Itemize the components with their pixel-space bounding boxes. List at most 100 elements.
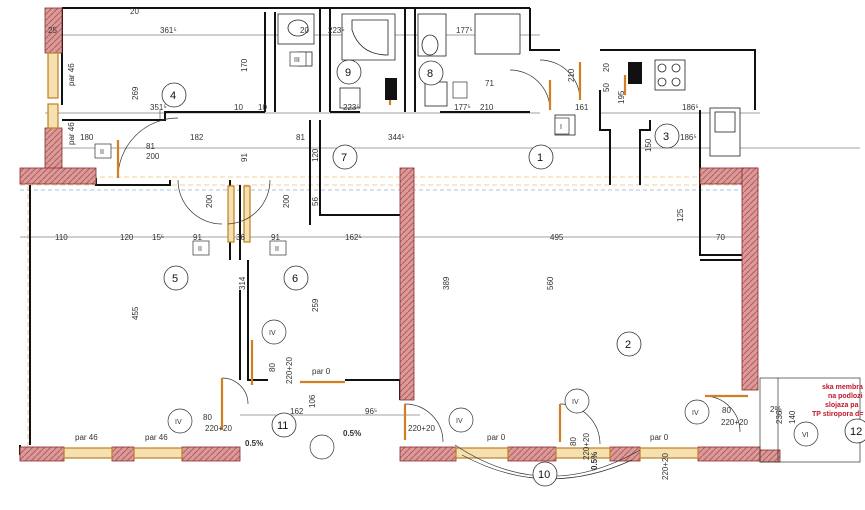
floor-label: par 46 [67, 63, 76, 86]
dim-label: 195 [617, 90, 626, 104]
dim-label: 10 [258, 103, 267, 112]
dim-label: 223⁵ [328, 26, 345, 35]
dim-label: 161 [575, 103, 589, 112]
dim-label: 91 [271, 233, 280, 242]
dim-label: 80 [268, 363, 277, 372]
dim-label: 455 [131, 306, 140, 320]
floor-label: par 46 [145, 433, 168, 442]
balcony-note: ska membra na podlozi slojaza pa TP stir… [812, 384, 863, 418]
room-12-label: 12 [850, 426, 862, 438]
dim-label: 210 [567, 68, 576, 82]
marker-label: I [560, 124, 562, 131]
room-9-label: 9 [345, 67, 351, 79]
dim-label: 220+20 [582, 433, 591, 460]
chimneys [385, 62, 642, 100]
room-4-label: 4 [170, 90, 176, 102]
dim-label: 20 [300, 26, 309, 35]
dim-label: 110 [55, 233, 68, 242]
floor-label: par 0 [650, 433, 669, 442]
dim-label: 20 [130, 7, 139, 16]
marker-label: IV [269, 330, 276, 337]
dim-label: 170 [240, 58, 249, 72]
dim-label: 80 [203, 413, 212, 422]
floor-finish-labels: par 46 par 46 par 46 par 46 par 0 par 0 … [67, 63, 669, 442]
dim-label: 344⁵ [388, 133, 405, 142]
room-2-label: 2 [625, 339, 631, 351]
slope-labels: 0.5% 0.5% 0.5% [245, 429, 599, 470]
dim-label: 177⁵ [456, 26, 473, 35]
room-1-label: 1 [537, 152, 543, 164]
dim-label: 223⁵ [343, 103, 360, 112]
dim-label: 220+20 [721, 418, 748, 427]
marker-label: II [275, 246, 279, 253]
note-line-4: TP stiropora d= [812, 411, 863, 418]
dim-label: 200 [282, 194, 291, 208]
dim-label: 10 [234, 103, 243, 112]
brick-walls [19, 7, 781, 463]
vertical-dimension-labels: 170 269 91 120 150 210 20 50 195 125 200… [131, 58, 797, 480]
dim-label: 140 [788, 410, 797, 424]
marker-label: VI [802, 432, 809, 439]
dim-label: 91 [240, 153, 249, 162]
dim-label: 269 [131, 86, 140, 100]
dim-label: 220+20 [205, 424, 232, 433]
room-10-label: 10 [538, 469, 550, 481]
dim-label: 162⁵ [345, 233, 362, 242]
room-3-label: 3 [663, 131, 669, 143]
slope-label: 0.5% [245, 439, 263, 448]
dim-label: 220+20 [661, 453, 670, 480]
dim-label: 351⁵ [150, 103, 167, 112]
dimension-labels: 20 361⁵ 25 20 223⁵ 177⁵ 351⁵ 10 10 223⁵ … [48, 7, 782, 433]
dim-label: 560 [546, 276, 555, 290]
marker-label: IV [572, 399, 579, 406]
dim-label: 236 [775, 410, 784, 424]
dim-label: 259 [311, 298, 320, 312]
dim-label: 120 [120, 233, 134, 242]
room-8-label: 8 [427, 68, 433, 80]
dim-label: 50 [602, 83, 611, 92]
dim-label: 210 [480, 103, 494, 112]
dim-label: 81 [146, 142, 155, 151]
note-line-2: na podlozi [828, 393, 863, 400]
floor-label: par 0 [487, 433, 506, 442]
dim-label: 186⁵ [682, 103, 699, 112]
note-line-1: ska membra [822, 384, 863, 391]
note-line-3: slojaza pa [825, 402, 859, 409]
dim-label: 125 [676, 208, 685, 222]
door-leaves [116, 62, 748, 442]
dim-label: 495 [550, 233, 564, 242]
room-11-label: 11 [277, 420, 288, 432]
marker-label: IV [692, 410, 699, 417]
room-5-label: 5 [172, 273, 178, 285]
dim-label: 80 [722, 406, 731, 415]
dim-label: 91 [193, 233, 202, 242]
dim-label: 70 [716, 233, 725, 242]
dim-label: 20 [602, 63, 611, 72]
marker-label: II [198, 246, 202, 253]
dim-label: 15⁵ [152, 233, 164, 242]
room-7-label: 7 [341, 152, 347, 164]
dim-label: 25 [48, 26, 57, 35]
dim-label: 120 [311, 148, 320, 162]
section-markers [94, 51, 819, 460]
dim-label: 2% [770, 405, 782, 414]
dim-label: 220+20 [408, 424, 435, 433]
marker-label: II [100, 149, 104, 156]
floor-label: par 46 [75, 433, 98, 442]
dim-label: 56 [311, 197, 320, 206]
dim-label: 200 [205, 194, 214, 208]
dim-label: 106 [308, 394, 317, 408]
marker-label: IV [175, 419, 182, 426]
windows [47, 52, 699, 459]
floor-label: par 46 [67, 122, 76, 145]
dim-label: 96⁵ [365, 407, 377, 416]
dim-label: 200 [146, 152, 160, 161]
dim-label: 71 [485, 79, 494, 88]
marker-label: III [294, 57, 300, 64]
fixtures [277, 13, 741, 157]
dim-label: 150 [644, 138, 653, 152]
dim-label: 80 [569, 437, 578, 446]
slope-label: 0.5% [343, 429, 361, 438]
